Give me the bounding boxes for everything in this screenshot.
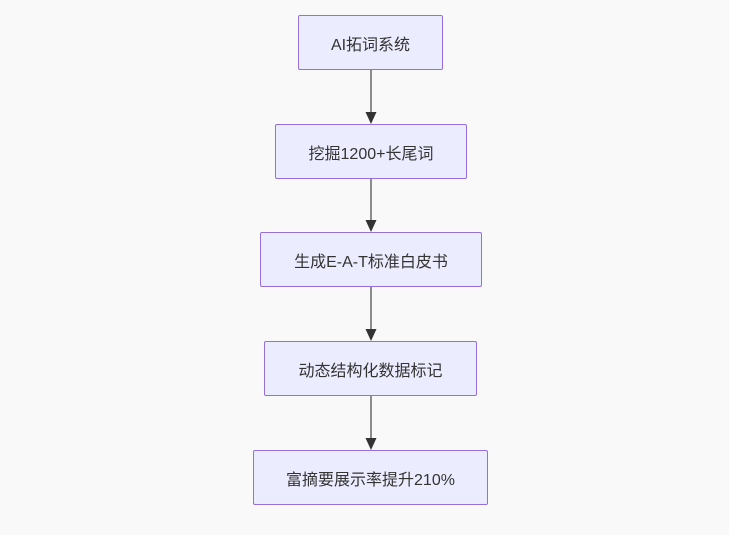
node-label: 动态结构化数据标记 bbox=[298, 362, 443, 380]
flowchart-node-structured-data: 动态结构化数据标记 bbox=[264, 341, 477, 396]
edge-arrow-n2-n3 bbox=[365, 179, 377, 232]
node-label: 富摘要展示率提升210% bbox=[286, 471, 455, 489]
edge-arrow-n4-n5 bbox=[365, 396, 377, 450]
node-label: AI拓词系统 bbox=[330, 36, 411, 54]
flowchart-node-eat-whitepaper: 生成E-A-T标准白皮书 bbox=[260, 232, 482, 287]
edge-arrow-n3-n4 bbox=[365, 287, 377, 341]
node-label: 生成E-A-T标准白皮书 bbox=[294, 253, 448, 271]
flowchart-node-longtail-keywords: 挖掘1200+长尾词 bbox=[275, 124, 467, 179]
node-label: 挖掘1200+长尾词 bbox=[308, 145, 434, 163]
flowchart-node-rich-snippet-result: 富摘要展示率提升210% bbox=[253, 450, 488, 505]
edge-arrow-n1-n2 bbox=[365, 70, 377, 124]
flowchart-node-ai-system: AI拓词系统 bbox=[298, 15, 443, 70]
